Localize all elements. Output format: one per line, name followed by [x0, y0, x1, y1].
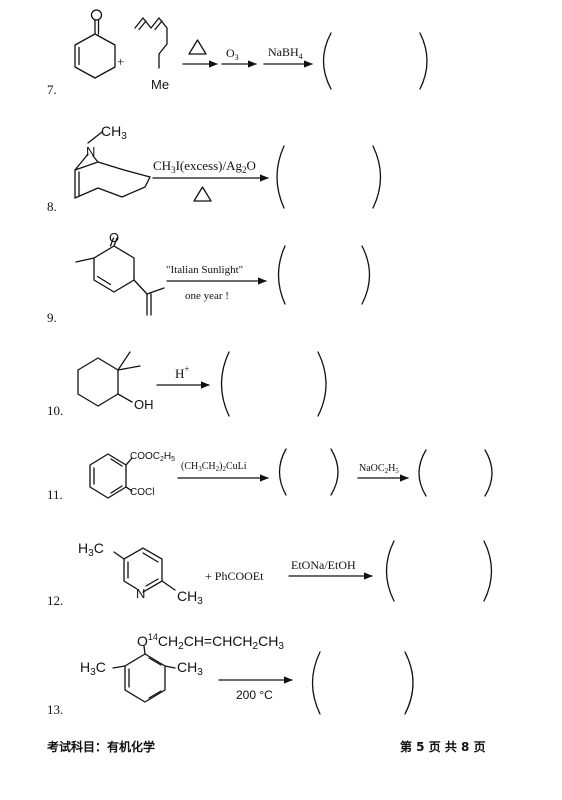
answer-bracket-right [372, 145, 382, 209]
problem-number: 13. [47, 702, 63, 717]
cyclohexenone-structure [74, 9, 116, 79]
reagent-label: NaOC2H5 [359, 463, 399, 475]
answer-bracket-left [418, 449, 427, 497]
reagent-label: EtONa/EtOH [291, 558, 356, 572]
ether-chain-label: O14CH2CH=CHCH2CH3 [137, 632, 284, 652]
reagent-label: "Italian Sunlight" [166, 264, 243, 276]
problem-number: 8. [47, 199, 57, 214]
reagent-label: (CH3CH2)2CuLi [181, 461, 247, 473]
problem-10 [77, 351, 327, 417]
dimethylcyclohexanol-structure [77, 351, 141, 407]
answer-bracket-left [322, 32, 332, 90]
answer-bracket-left [277, 245, 286, 305]
problem-number: 9. [47, 310, 57, 325]
problem-number: 12. [47, 593, 63, 608]
carvone-structure [75, 237, 165, 316]
reagent-label: + PhCOOEt [205, 569, 264, 583]
acid-chloride-label: COCl [130, 487, 154, 498]
answer-bracket-right [419, 32, 428, 90]
answer-bracket-left [311, 651, 321, 715]
answer-bracket-right [361, 245, 371, 305]
answer-bracket-right [483, 540, 493, 602]
condition-label: one year ! [185, 290, 229, 302]
nitrogen-label: N [136, 586, 145, 601]
methyl-label: CH3 [101, 123, 127, 142]
answer-bracket-right [330, 448, 339, 496]
condition-label: 200 °C [236, 688, 273, 702]
problem-13 [112, 645, 414, 715]
nitrogen-label: N [86, 144, 95, 159]
reagent-label: NaBH4 [268, 45, 303, 61]
problem-number: 7. [47, 82, 57, 97]
reagent-label: CH3I(excess)/Ag2O [153, 158, 256, 175]
answer-bracket-right [484, 449, 493, 497]
reagent-label: H+ [175, 364, 189, 381]
problem-8 [74, 131, 382, 209]
hydroxyl-label: OH [134, 397, 154, 412]
problem-number: 11. [47, 487, 63, 502]
hexadiene-structure [134, 17, 168, 69]
aryl-ether-structure [112, 645, 176, 703]
methyl-label: H3C [80, 659, 106, 678]
answer-bracket-right [404, 651, 414, 715]
answer-bracket-right [317, 351, 327, 417]
problem-number: 10. [47, 403, 63, 418]
plus-sign: + [117, 54, 124, 69]
exam-subject-footer: 考试科目：有机化学 [47, 740, 156, 754]
heat-symbol [193, 186, 212, 202]
methyl-label: CH3 [177, 588, 203, 607]
heat-symbol [188, 39, 207, 55]
oxygen-label: O [109, 230, 119, 245]
tropidine-structure [74, 131, 151, 199]
answer-bracket-left [385, 540, 395, 602]
phthalate-structure [89, 453, 133, 499]
problem-11 [89, 448, 493, 499]
methyl-label: CH3 [177, 659, 203, 678]
page-number-footer: 第 5 页 共 8 页 [400, 740, 486, 754]
methyl-label: Me [151, 77, 169, 92]
dimethylpyridine-structure [113, 547, 176, 593]
reagent-label: O3 [226, 46, 239, 62]
problem-12 [113, 540, 493, 602]
ester-group-label: COOC2H5 [130, 451, 175, 463]
answer-bracket-left [220, 351, 230, 417]
problem-7 [74, 9, 428, 90]
problem-9 [75, 237, 371, 316]
answer-bracket-left [278, 448, 287, 496]
answer-bracket-left [276, 145, 285, 209]
methyl-label: H3C [78, 540, 104, 559]
